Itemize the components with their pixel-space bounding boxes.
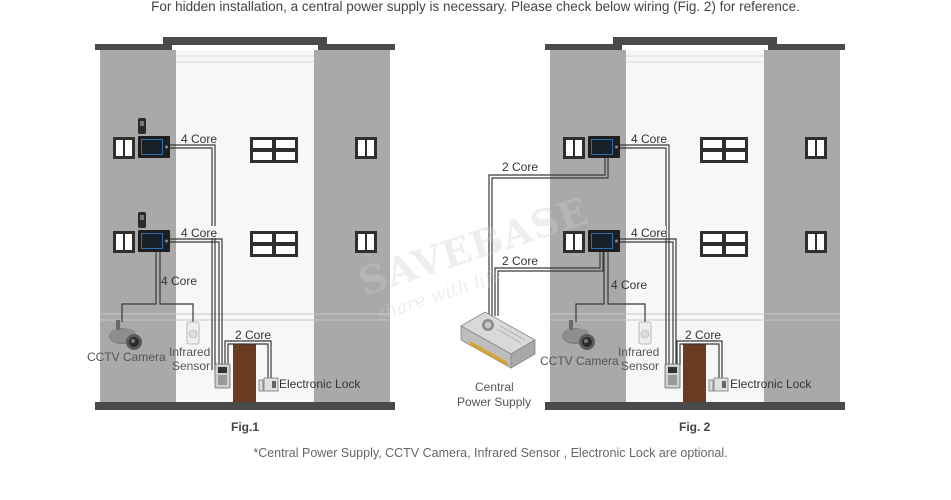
fig1-outdoor-station-icon (214, 363, 231, 389)
fig2-wire-lower-label: 4 Core (631, 226, 667, 240)
fig1-electronic-lock-icon (258, 377, 279, 392)
fig2-devices (460, 136, 729, 392)
fig1-wire-camera-label: 4 Core (161, 274, 197, 288)
fig1-infrared-sensor-icon (186, 321, 200, 345)
fig2-sensor-label-1: Infrared (618, 345, 659, 359)
fig1-monitor-upper-icon (138, 136, 170, 158)
instruction-text: For hidden installation, a central power… (151, 0, 800, 14)
fig2-wire-upper-label: 4 Core (631, 132, 667, 146)
fig1-wire-lower-label: 4 Core (181, 226, 217, 240)
fig2-electronic-lock-icon (708, 377, 729, 392)
fig1-handset-lower-icon (138, 212, 146, 228)
fig2-wire-lock-label: 2 Core (685, 328, 721, 342)
fig2-monitor-lower-icon (588, 230, 620, 252)
fig2-outdoor-station-icon (664, 363, 681, 389)
fig2-infrared-sensor-icon (638, 321, 652, 345)
fig1-wiring (121, 144, 272, 378)
fig2-psu-label-2: Power Supply (457, 395, 531, 409)
optional-components-note: *Central Power Supply, CCTV Camera, Infr… (253, 446, 728, 460)
fig2-psu-lower-label: 2 Core (502, 254, 538, 268)
fig1-wire-upper-label: 4 Core (181, 132, 217, 146)
fig1-caption: Fig.1 (231, 420, 259, 434)
fig2-psu-upper-label: 2 Core (502, 160, 538, 174)
fig1-wire-lock-label: 2 Core (235, 328, 271, 342)
fig1-lock-label: Electronic Lock (279, 377, 361, 391)
fig1-handset-upper-icon (138, 118, 146, 134)
fig2-lock-label: Electronic Lock (730, 377, 812, 391)
fig1-sensor-label-2: Sensor (172, 359, 210, 373)
fig2-monitor-upper-icon (588, 136, 620, 158)
fig2-caption: Fig. 2 (679, 420, 711, 434)
fig2-psu-label-1: Central (475, 380, 514, 394)
fig2-sensor-label-2: Sensor (621, 359, 659, 373)
fig1-sensor-label-1: Infrared (169, 345, 210, 359)
fig2-wiring (488, 144, 723, 378)
fig2-cctv-label: CCTV Camera (540, 354, 619, 368)
power-supply-icon (460, 311, 536, 369)
fig1-cctv-label: CCTV Camera (87, 350, 166, 364)
fig2-wire-camera-label: 4 Core (611, 278, 647, 292)
fig1-monitor-lower-icon (138, 230, 170, 252)
